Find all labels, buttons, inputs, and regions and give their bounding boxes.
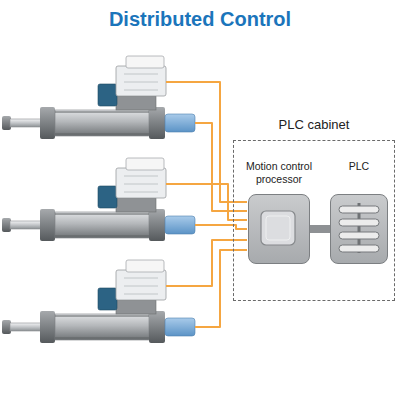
- cylinder-assembly: [2, 56, 195, 139]
- device-box: PLC: [326, 160, 392, 264]
- device-label: Motion control processor: [236, 160, 322, 185]
- device-box: Motion control processor: [236, 160, 322, 264]
- device-label: PLC: [326, 160, 392, 173]
- signal-wire: [195, 225, 247, 229]
- cylinder-assembly: [2, 260, 195, 343]
- bus-link: [310, 225, 330, 233]
- signal-wire: [195, 123, 247, 211]
- signal-wire: [166, 184, 247, 220]
- device-housing: [248, 194, 310, 264]
- diagram-title: Distributed Control: [0, 8, 400, 31]
- cabinet-region: PLC cabinetMotion control processorPLC: [233, 140, 395, 301]
- cylinder-assembly: [2, 158, 195, 241]
- signal-wires: [166, 82, 247, 327]
- signal-wire: [166, 240, 247, 286]
- signal-wire: [195, 250, 247, 327]
- device-housing: [330, 194, 388, 264]
- region-heading: PLC cabinet: [234, 117, 394, 133]
